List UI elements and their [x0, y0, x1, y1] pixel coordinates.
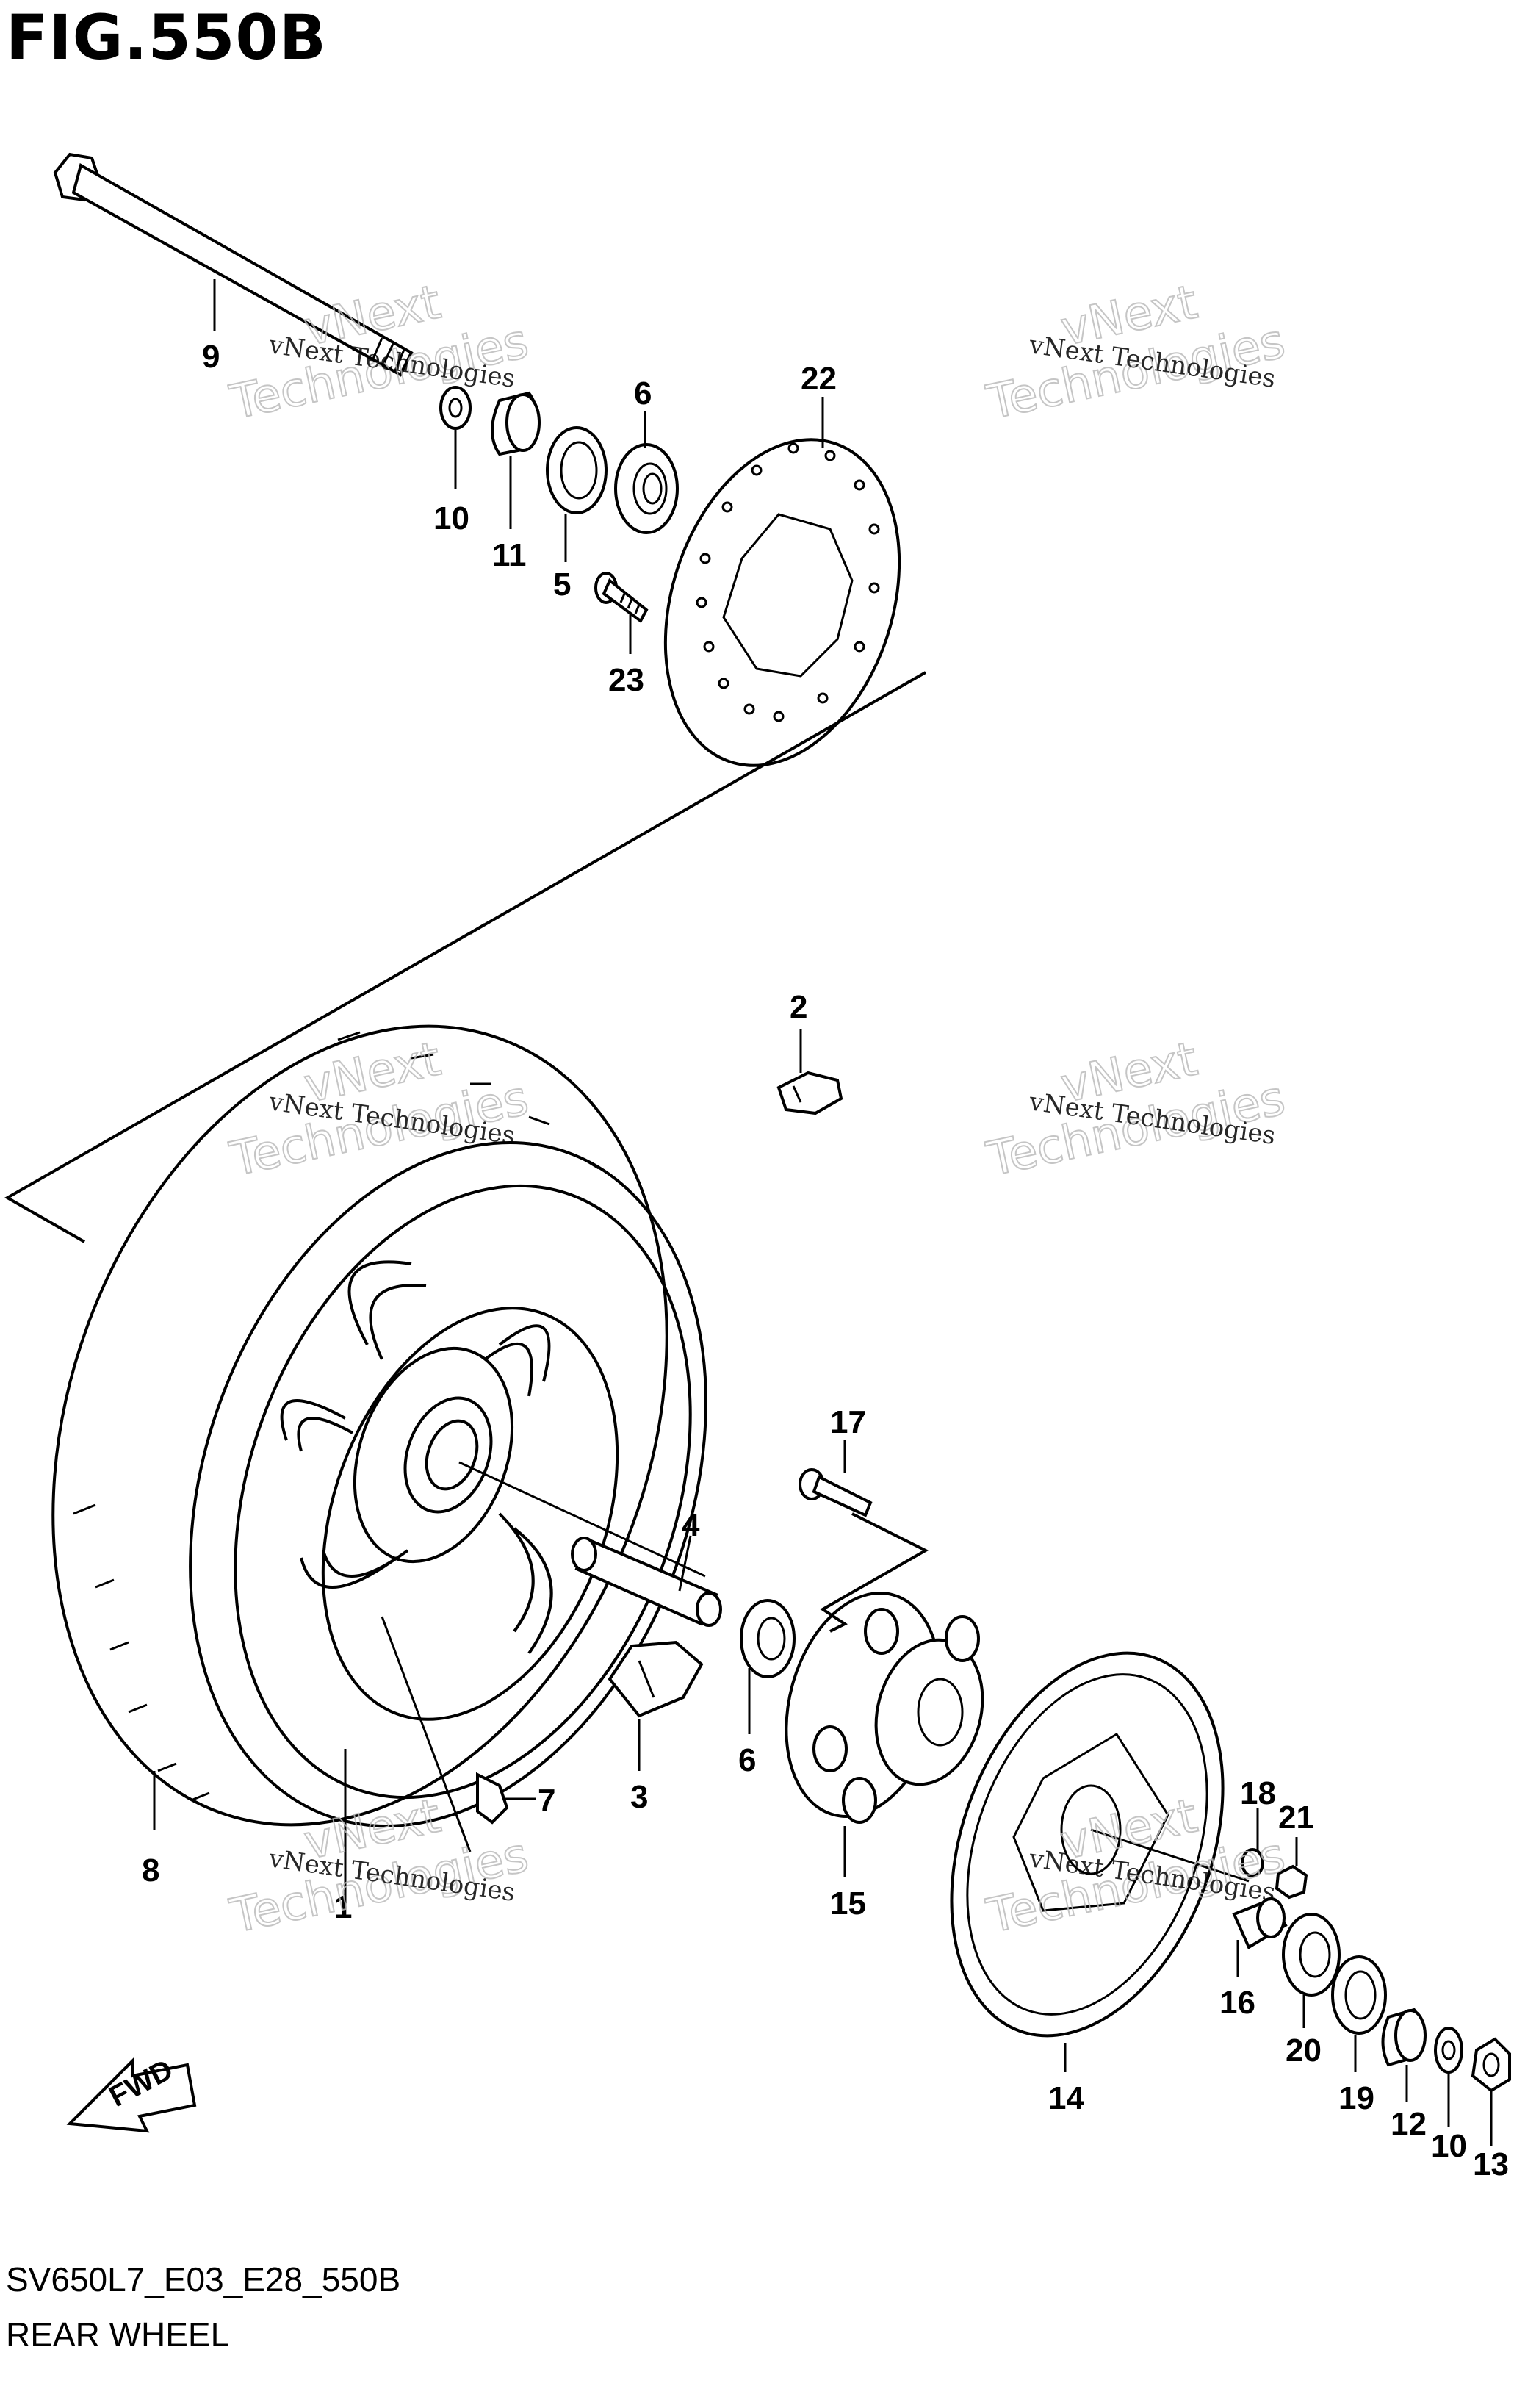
- damper-3[interactable]: [608, 1640, 704, 1718]
- callout-23: 23: [608, 662, 644, 698]
- callout-22: 22: [801, 361, 837, 397]
- bearing-20[interactable]: [1282, 1913, 1341, 1997]
- callout-13: 13: [1473, 2146, 1509, 2182]
- spacer-16[interactable]: [1232, 1897, 1288, 1949]
- washer-10-top[interactable]: [439, 386, 472, 430]
- damper-2[interactable]: [776, 1071, 843, 1115]
- figure-code: SV650L7_E03_E28_550B: [6, 2260, 401, 2299]
- bolt-17[interactable]: [799, 1468, 873, 1517]
- bearing-6-lower[interactable]: [740, 1599, 796, 1678]
- callout-2: 2: [790, 989, 807, 1025]
- callout-10-lower: 10: [1431, 2128, 1467, 2164]
- valve-7[interactable]: [476, 1772, 529, 1825]
- callout-9: 9: [202, 339, 220, 375]
- callout-15: 15: [830, 1886, 866, 1922]
- callout-14: 14: [1048, 2080, 1084, 2116]
- figure-name: REAR WHEEL: [6, 2315, 230, 2354]
- bolt-23[interactable]: [594, 572, 649, 623]
- washer-18[interactable]: [1241, 1848, 1264, 1877]
- leader-lines: [153, 279, 1493, 2146]
- axle[interactable]: [53, 152, 414, 377]
- callout-4: 4: [682, 1507, 700, 1543]
- callout-11: 11: [492, 537, 527, 573]
- bearing-6-top[interactable]: [614, 443, 679, 534]
- callout-3: 3: [630, 1779, 648, 1815]
- callout-16: 16: [1219, 1985, 1255, 2021]
- callout-10-top: 10: [433, 500, 469, 536]
- callout-7: 7: [538, 1783, 555, 1819]
- callout-6-top: 6: [634, 375, 652, 411]
- brake-disc-22[interactable]: [626, 409, 939, 796]
- callout-6-lower: 6: [738, 1742, 756, 1778]
- callout-12: 12: [1391, 2106, 1427, 2142]
- washer-10-lower[interactable]: [1434, 2027, 1463, 2074]
- spacer-4[interactable]: [571, 1537, 722, 1627]
- callout-21: 21: [1278, 1800, 1314, 1836]
- nut-13[interactable]: [1471, 2037, 1511, 2093]
- callout-20: 20: [1286, 2033, 1322, 2069]
- tread-pattern: [73, 1031, 599, 1802]
- oil-seal-5[interactable]: [546, 426, 608, 514]
- watermark-group: Technologies vNext vNext Technologies Te…: [225, 274, 1291, 1944]
- collar-11[interactable]: [491, 391, 541, 456]
- sprocket-drum-15[interactable]: [763, 1575, 998, 1833]
- sprocket-14[interactable]: [902, 1615, 1272, 2074]
- figure-title: FIG.550B: [6, 1, 327, 73]
- callout-numbers: 9 10 11 5 6 23 22 2 4 3 6 7 8 1 15 17 14…: [142, 339, 1509, 2182]
- callout-18: 18: [1240, 1775, 1276, 1811]
- callout-8: 8: [142, 1852, 159, 1888]
- callout-1: 1: [334, 1889, 352, 1925]
- nut-21[interactable]: [1275, 1864, 1308, 1900]
- callout-5: 5: [553, 567, 571, 603]
- callout-17: 17: [830, 1404, 866, 1440]
- collar-12[interactable]: [1381, 2008, 1427, 2067]
- oil-seal-19[interactable]: [1331, 1955, 1387, 2035]
- callout-19: 19: [1338, 2080, 1374, 2116]
- fwd-arrow: FWD: [66, 2053, 197, 2133]
